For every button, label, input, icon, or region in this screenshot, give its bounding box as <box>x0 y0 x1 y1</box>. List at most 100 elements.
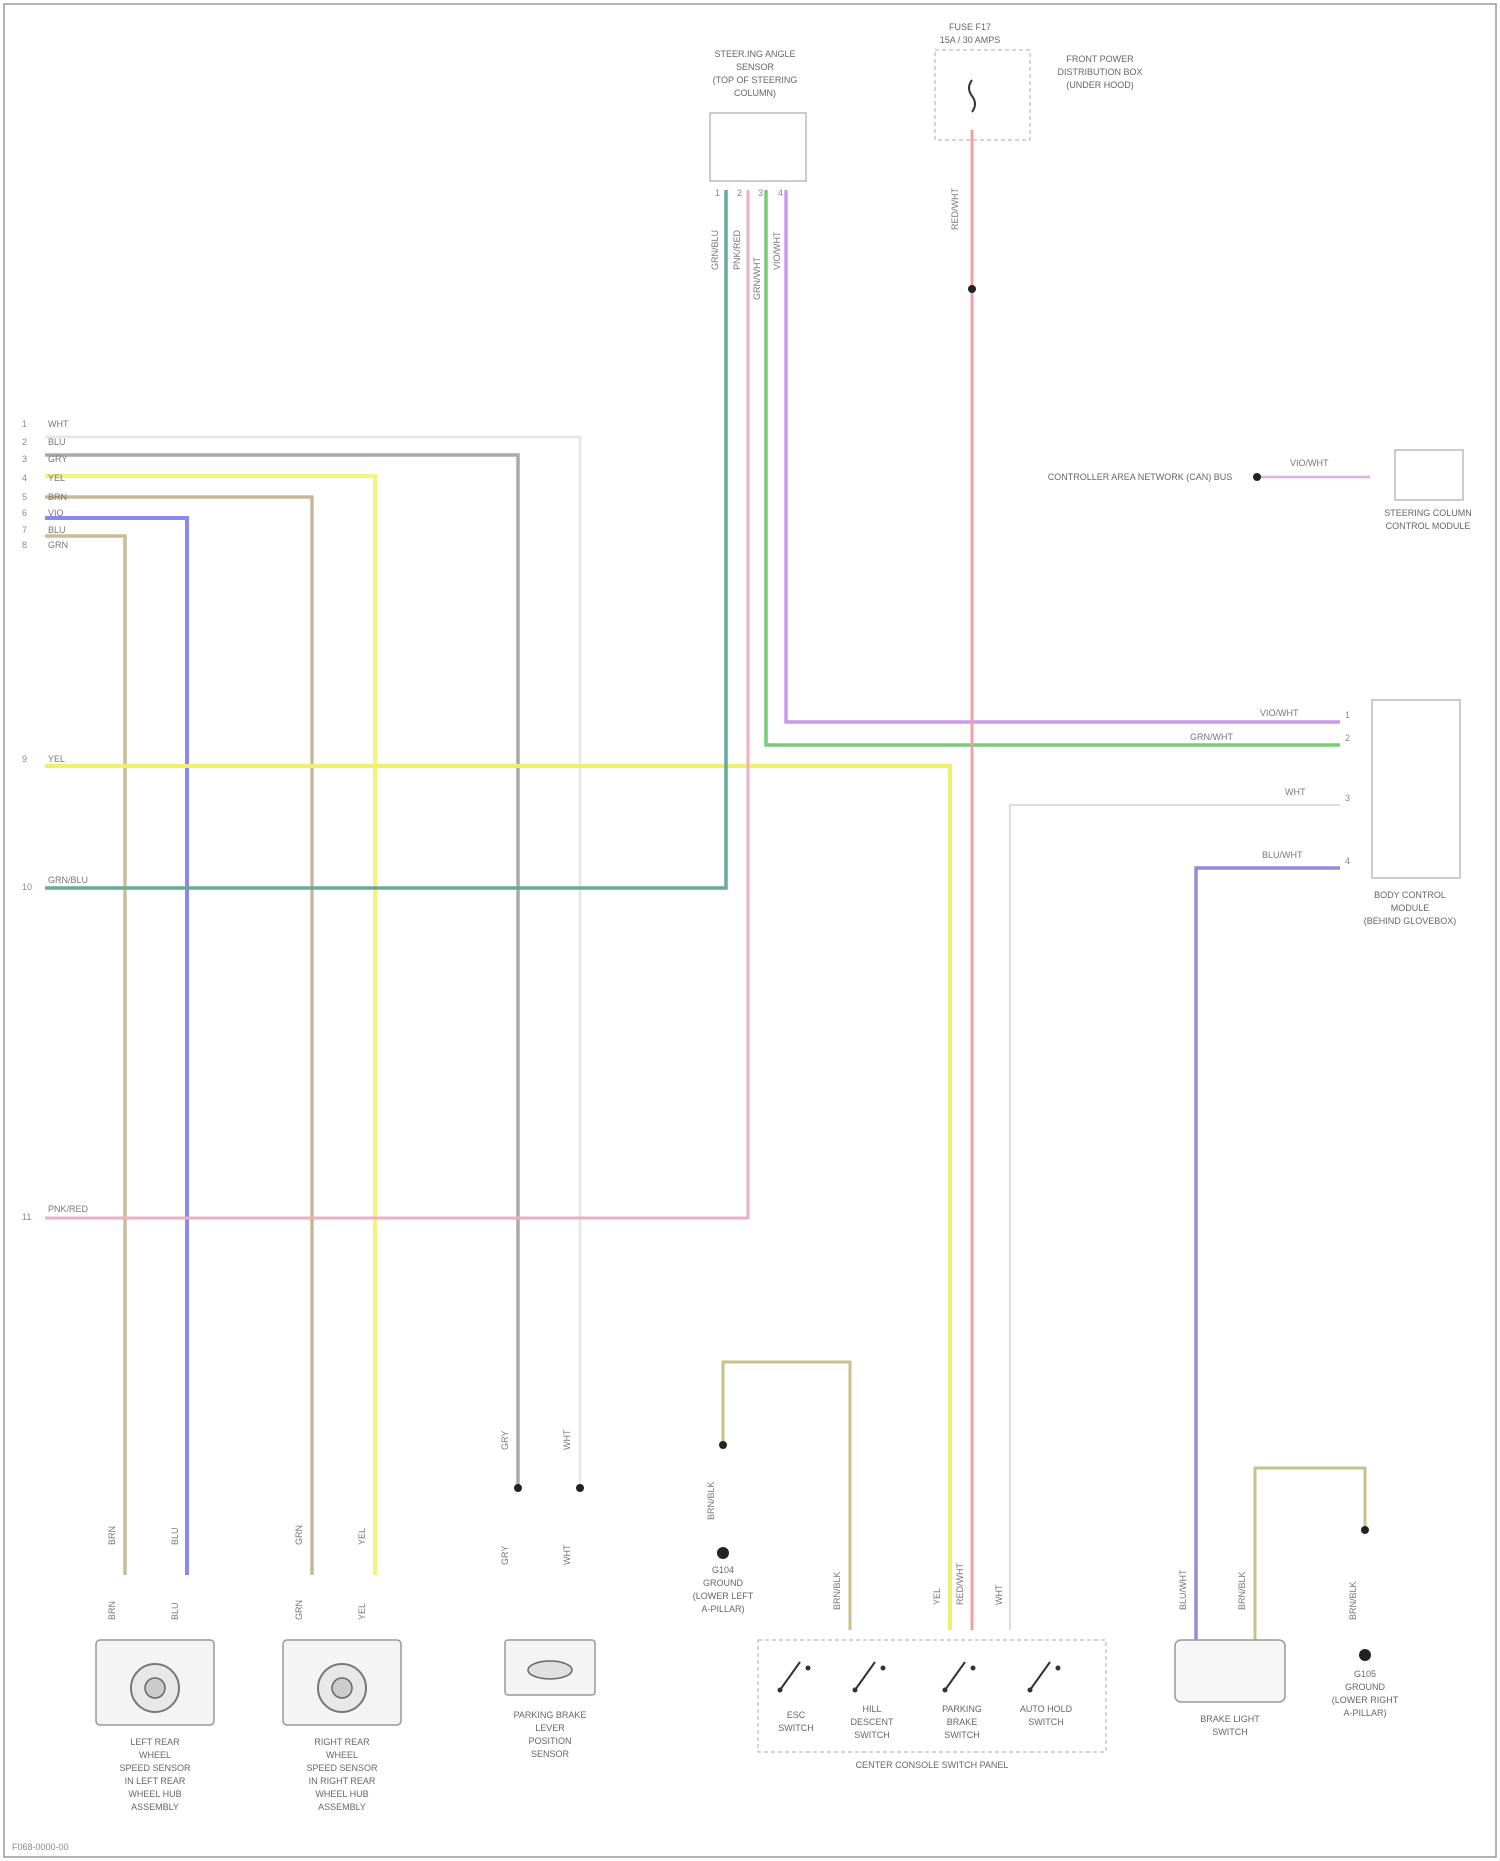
switch-label: ESC <box>787 1710 806 1720</box>
component-label: SENSOR <box>736 62 775 72</box>
wire-label: YEL <box>932 1588 942 1605</box>
wire-label: BLU <box>170 1602 180 1620</box>
edge-label: BRN <box>48 492 67 502</box>
switch-label: DESCENT <box>850 1717 894 1727</box>
wire-label: BRN/BLK <box>1348 1581 1358 1620</box>
component-label: (LOWER RIGHT <box>1332 1695 1399 1705</box>
position-sensor-icon <box>528 1661 572 1679</box>
component-label: SPEED SENSOR <box>306 1763 378 1773</box>
switch-label: SWITCH <box>854 1730 890 1740</box>
wire-label: WHT <box>994 1584 1004 1605</box>
wire-label: VIO/WHT <box>1290 458 1329 468</box>
edge-pin: 1 <box>22 419 27 429</box>
component-label: 15A / 30 AMPS <box>940 35 1001 45</box>
wire-label: GRN <box>294 1525 304 1545</box>
wire-label: YEL <box>357 1528 367 1545</box>
edge-label: YEL <box>48 473 65 483</box>
component-label: SWITCH <box>1212 1727 1248 1737</box>
component-label: DISTRIBUTION BOX <box>1057 67 1142 77</box>
component-label: ASSEMBLY <box>131 1802 179 1812</box>
component-label: STEERING COLUMN <box>1384 508 1472 518</box>
contact-icon <box>806 1666 811 1671</box>
edge-label: VIO <box>48 508 64 518</box>
edge-label: GRN <box>48 540 68 550</box>
component-label: ASSEMBLY <box>318 1802 366 1812</box>
contact-icon <box>971 1666 976 1671</box>
component-label: (TOP OF STEERING <box>713 75 798 85</box>
component-label: SPEED SENSOR <box>119 1763 191 1773</box>
wire-label: BLU/WHT <box>1178 1569 1188 1610</box>
component-label: MODULE <box>1391 903 1430 913</box>
wire-label: GRN/BLU <box>710 230 720 270</box>
edge-label: BLU <box>48 525 66 535</box>
component-label: GROUND <box>1345 1682 1385 1692</box>
splice-dot <box>1361 1526 1369 1534</box>
wheel-hub-icon <box>332 1678 352 1698</box>
component-label: CENTER CONSOLE SWITCH PANEL <box>856 1760 1009 1770</box>
pin-number: 3 <box>758 188 763 198</box>
ground-dot-right <box>1359 1649 1371 1661</box>
wire-label: BLU <box>170 1527 180 1545</box>
splice-dot <box>719 1441 727 1449</box>
component-label: GROUND <box>703 1578 743 1588</box>
component-label: BRAKE LIGHT <box>1200 1714 1260 1724</box>
can-bus-label: CONTROLLER AREA NETWORK (CAN) BUS <box>1048 472 1233 482</box>
switch-label: BRAKE <box>947 1717 978 1727</box>
component-label: G104 <box>712 1565 734 1575</box>
wire-label: GRN <box>294 1600 304 1620</box>
wire-label: VIO/WHT <box>1260 708 1299 718</box>
edge-pin: 5 <box>22 492 27 502</box>
diagram-border <box>4 4 1496 1857</box>
wire-label: GRY <box>500 1546 510 1565</box>
edge-pin: 6 <box>22 508 27 518</box>
pin-number: 2 <box>1345 733 1350 743</box>
pin-number: 3 <box>1345 793 1350 803</box>
edge-pin: 7 <box>22 525 27 535</box>
wire-label: YEL <box>357 1603 367 1620</box>
component-label: RIGHT REAR <box>314 1737 370 1747</box>
component-label: PARKING BRAKE <box>514 1710 587 1720</box>
edge-pin: 11 <box>22 1212 31 1222</box>
component-label: SENSOR <box>531 1749 570 1759</box>
contact-icon <box>1056 1666 1061 1671</box>
component-label: CONTROL MODULE <box>1386 521 1471 531</box>
component-label: COLUMN) <box>734 88 776 98</box>
edge-pin: 3 <box>22 454 27 464</box>
pin-number: 4 <box>1345 856 1350 866</box>
wire-label: VIO/WHT <box>772 231 782 270</box>
switch-label: HILL <box>862 1704 881 1714</box>
splice-dot <box>514 1484 522 1492</box>
wire-label: GRN/WHT <box>1190 732 1233 742</box>
contact-icon <box>881 1666 886 1671</box>
wire-label: RED/WHT <box>950 188 960 230</box>
component-label: WHEEL HUB <box>128 1789 181 1799</box>
component-label: WHEEL <box>326 1750 358 1760</box>
wire-label: PNK/RED <box>732 229 742 270</box>
component-label: BODY CONTROL <box>1374 890 1446 900</box>
component-label: POSITION <box>528 1736 571 1746</box>
component-label: (BEHIND GLOVEBOX) <box>1364 916 1457 926</box>
edge-label: WHT <box>48 419 69 429</box>
switch-label: SWITCH <box>1028 1717 1064 1727</box>
wheel-hub-icon <box>145 1678 165 1698</box>
wire-label: BLU/WHT <box>1262 850 1303 860</box>
edge-pin: 2 <box>22 437 27 447</box>
component-label: FRONT POWER <box>1066 54 1134 64</box>
edge-pin: 9 <box>22 754 27 764</box>
pin-number: 1 <box>1345 710 1350 720</box>
wire-label: GRN/WHT <box>752 257 762 300</box>
component-label: LEFT REAR <box>130 1737 180 1747</box>
edge-label: BLU <box>48 437 66 447</box>
bls-body <box>1175 1640 1285 1702</box>
component-label: LEVER <box>535 1723 565 1733</box>
component-label: FUSE F17 <box>949 22 991 32</box>
wire-label: BRN/BLK <box>706 1481 716 1520</box>
edge-label: GRY <box>48 454 67 464</box>
wire-label: WHT <box>1285 787 1306 797</box>
component-label: WHEEL HUB <box>315 1789 368 1799</box>
component-label: A-PILLAR) <box>1343 1708 1386 1718</box>
component-label: A-PILLAR) <box>701 1604 744 1614</box>
edge-label: PNK/RED <box>48 1204 89 1214</box>
wire-label: GRY <box>500 1431 510 1450</box>
